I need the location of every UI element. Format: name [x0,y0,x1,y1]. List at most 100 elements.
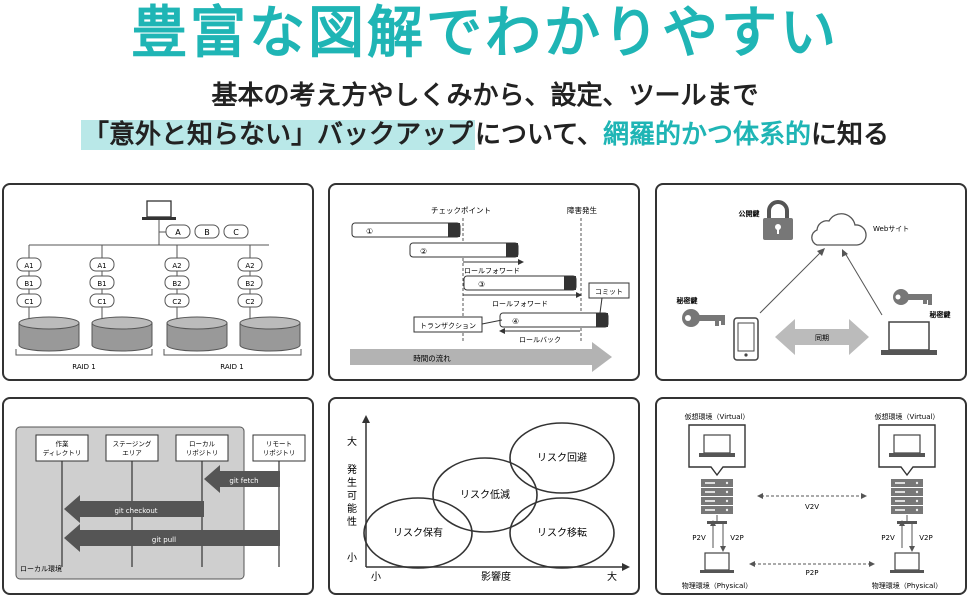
x-axis-low: 小 [371,571,381,583]
virtualization-diagram-panel: 仮想環境（Virtual） 仮想環境（Virtual） V2V P2P P2V … [655,397,967,595]
raid-chip-label: A1 [24,262,33,270]
raid-chip: B2 [237,275,263,290]
rollforward-label: ロールフォワード [492,300,548,308]
x-axis-label: 影響度 [481,570,511,583]
subtitle-line-1: 基本の考え方やしくみから、設定、ツールまで [211,81,759,111]
v2p-label-right: V2P [919,534,932,542]
raid-chip-label: C2 [245,298,254,306]
laptop-icon [889,434,925,457]
public-key-label: 公開鍵 [739,209,760,218]
p2v-label-right: P2V [881,534,895,542]
raid-chip: C1 [16,293,42,308]
raid-group-label: RAID 1 [220,363,244,371]
raid-chip-label: A2 [245,262,254,270]
top-chip: B [194,224,220,239]
y-axis-high: 大 [347,435,357,448]
bar-label: ① [366,227,373,236]
raid-chip-label: B1 [24,280,33,288]
raid-chip: A2 [164,257,190,272]
disk-icon [239,316,301,352]
git-area-label: リポジトリ [186,449,219,457]
git-fetch-arrow: git fetch [204,465,280,493]
private-key-label-left: 秘密鍵 [677,296,698,305]
git-diagram-panel: ローカル環境 作業ディレクトリステージングエリアローカルリポジトリリモートリポジ… [2,397,314,595]
local-env-label: ローカル環境 [20,564,62,573]
raid-chip: B1 [16,275,42,290]
risk-retain-ellipse: リスク保有 [363,497,473,569]
key-sync-diagram-panel: 公開鍵 Webサイト 秘密鍵 同期 秘密鍵 [655,183,967,381]
git-fetch-label: git fetch [229,477,258,485]
raid-chip: A1 [16,257,42,272]
subtitle-highlight: 「意外と知らない」バックアップ [81,120,476,150]
lock-icon [763,200,793,240]
commit-label: コミット [595,288,623,296]
chip-label: B [204,228,210,237]
failure-label: 障害発生 [567,205,597,215]
laptop-icon [142,200,176,220]
y-axis-label: 発生可能性 [347,463,357,528]
sync-arrow: 同期 [775,319,869,355]
raid-chip: A1 [89,257,115,272]
raid-chip: C2 [237,293,263,308]
p2p-label: P2P [806,569,819,577]
subtitle-line-2: 「意外と知らない」バックアップについて、網羅的かつ体系的に知る [0,115,970,155]
time-flow-label: 時間の流れ [413,353,451,363]
disk-icon [166,316,228,352]
rollback-label: ロールバック [519,336,561,344]
rollforward-label: ロールフォワード [464,267,520,275]
raid-chip: B2 [164,275,190,290]
virtual-env-label-left: 仮想環境（Virtual） [685,412,750,421]
chip-label: C [233,228,239,237]
checkpoint-label: チェックポイント [431,206,491,215]
risk-avoid-ellipse: リスク回避 [509,422,615,494]
bar-label: ② [420,247,427,256]
chip-label: A [175,228,181,237]
risk-transfer-label: リスク移転 [537,526,587,539]
transaction-bar: ② [409,242,519,258]
y-axis-low: 小 [347,552,357,564]
raid-chip: B1 [89,275,115,290]
virtual-env-label-right: 仮想環境（Virtual） [875,412,940,421]
git-area-label: ステージング [113,439,152,448]
disk-icon [91,316,153,352]
raid-chip-label: C2 [172,298,181,306]
p2v-label-left: P2V [692,534,706,542]
git-checkout-label: git checkout [114,507,157,515]
git-checkout-arrow: git checkout [64,495,204,523]
raid-chip: A2 [237,257,263,272]
private-key-label-right: 秘密鍵 [930,310,951,319]
disk-icon [18,316,80,352]
v2p-label-left: V2P [730,534,743,542]
laptop-icon [700,552,734,573]
risk-retain-label: リスク保有 [393,526,443,539]
risk-transfer-ellipse: リスク移転 [509,497,615,569]
risk-reduce-ellipse: リスク低減 [432,457,538,533]
bar-label: ③ [478,280,485,289]
git-pull-label: git pull [152,536,176,544]
server-icon [701,479,733,524]
raid-chip: C1 [89,293,115,308]
website-label: Webサイト [873,225,909,233]
smartphone-icon [733,317,759,361]
git-area-label: ディレクトリ [43,448,82,457]
git-area-label: 作業 [56,439,70,448]
raid-chip-label: C1 [97,298,106,306]
raid-chip-label: C1 [24,298,33,306]
git-area-label: リモート [266,440,292,448]
git-area-label: リポジトリ [263,449,296,457]
raid-chip: C2 [164,293,190,308]
risk-reduce-label: リスク低減 [460,488,510,501]
laptop-icon [881,321,937,355]
subtitle-mid: について、 [475,120,603,150]
server-icon [891,479,923,524]
git-area-label: ローカル [189,440,216,448]
top-chip: C [223,224,249,239]
sync-label: 同期 [815,334,829,342]
git-pull-arrow: git pull [64,524,280,552]
transaction-bar: ① [351,222,461,238]
laptop-icon [699,434,735,457]
raid-chip-label: A1 [97,262,106,270]
